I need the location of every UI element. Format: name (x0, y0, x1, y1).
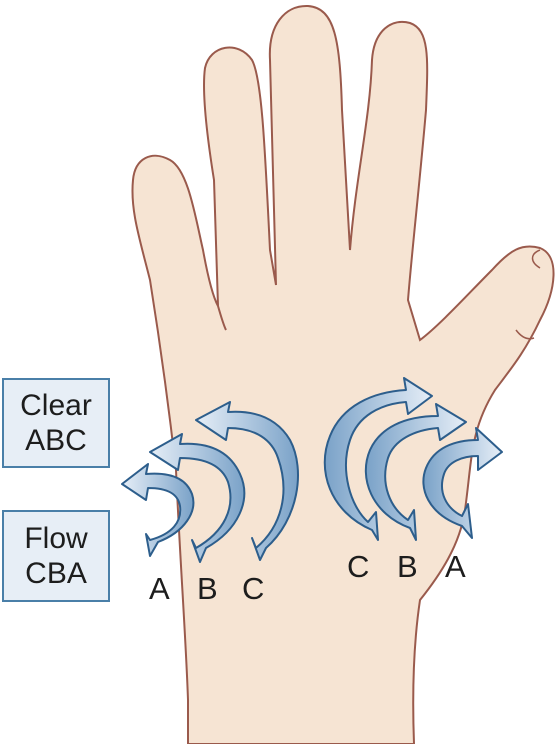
left-arrow-a (121, 463, 195, 557)
left-arrow-c (195, 401, 299, 561)
right-label-c: C (347, 549, 370, 584)
flow-cba-box: Flow CBA (2, 510, 110, 602)
left-arrow-group (121, 401, 299, 563)
right-arrow-b (364, 403, 467, 541)
left-label-b: B (197, 571, 218, 606)
clear-abc-box: Clear ABC (2, 378, 110, 468)
clear-box-line2: ABC (25, 424, 87, 457)
left-arrow-b (149, 433, 246, 563)
finger-gap-line (217, 305, 227, 331)
left-label-a: A (149, 571, 170, 606)
right-label-b: B (397, 549, 418, 584)
hand-outline (131, 4, 555, 745)
flow-box-line2: CBA (25, 557, 87, 590)
clear-box-line1: Clear (20, 389, 92, 422)
right-arrow-group (323, 377, 503, 541)
knuckle-crease (515, 249, 541, 340)
flow-box-line1: Flow (24, 522, 88, 555)
right-arrow-c (323, 377, 433, 541)
right-label-a: A (445, 549, 466, 584)
left-label-c: C (242, 571, 265, 606)
right-arrow-a (422, 427, 503, 539)
